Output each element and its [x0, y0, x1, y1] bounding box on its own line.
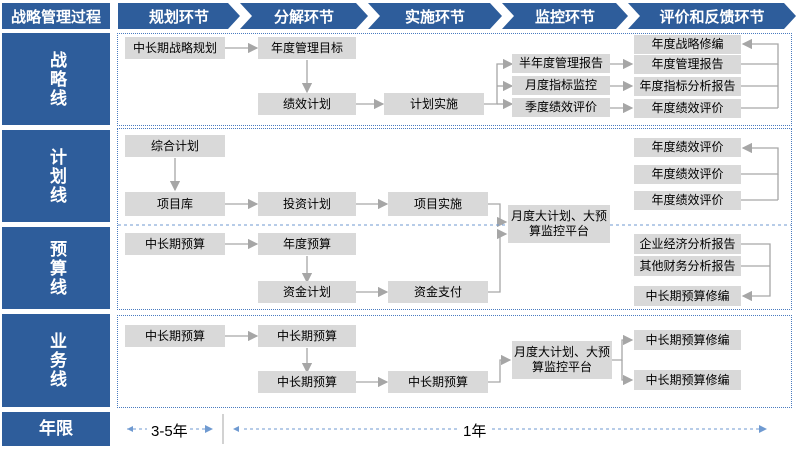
stage-planning: 规划环节 — [118, 3, 240, 29]
box-investment-plan: 投资计划 — [258, 192, 356, 216]
box-quarter-eval: 季度绩效评价 — [512, 98, 610, 117]
row-label-strategy: 战略线 — [2, 33, 110, 125]
panel-plan-budget — [117, 128, 792, 310]
box-annual-budget: 年度预算 — [258, 233, 356, 255]
row-label-business: 业务线 — [2, 314, 110, 407]
box-financial-analysis-report: 其他财务分析报告 — [634, 256, 741, 276]
stage-monitoring: 监控环节 — [502, 3, 628, 29]
box-business-2: 中长期预算 — [258, 325, 356, 347]
box-performance-plan: 绩效计划 — [258, 93, 356, 115]
box-economic-analysis-report: 企业经济分析报告 — [634, 234, 741, 254]
box-business-revise-1: 中长期预算修编 — [634, 330, 741, 350]
box-annual-perf-eval: 年度绩效评价 — [634, 99, 741, 118]
stage-implementation: 实施环节 — [368, 3, 502, 29]
box-plan-execution: 计划实施 — [384, 93, 484, 115]
row-label-budget: 预算线 — [2, 227, 110, 309]
timeline-short-term: 3-5年 — [149, 420, 190, 441]
box-annual-goal: 年度管理目标 — [258, 37, 356, 59]
box-business-1: 中长期预算 — [125, 325, 225, 347]
stage-evaluation-feedback: 评价和反馈环节 — [628, 3, 796, 29]
box-project-library: 项目库 — [125, 192, 225, 216]
process-title: 战略管理过程 — [2, 3, 110, 29]
box-business-3: 中长期预算 — [258, 371, 356, 393]
box-annual-indicator-analysis: 年度指标分析报告 — [634, 77, 741, 96]
box-business-4: 中长期预算 — [388, 371, 488, 393]
row-label-years: 年限 — [2, 412, 110, 446]
box-longterm-strategy: 中长期战略规划 — [125, 37, 225, 59]
timeline-one-year: 1年 — [461, 420, 489, 441]
stage-decomposition: 分解环节 — [240, 3, 368, 29]
row-label-plan: 计划线 — [2, 130, 110, 222]
box-annual-strategy-revise: 年度战略修编 — [634, 35, 741, 54]
box-project-execution: 项目实施 — [388, 192, 488, 216]
box-annual-report: 年度管理报告 — [634, 55, 741, 74]
box-longterm-budget: 中长期预算 — [125, 233, 225, 255]
box-plan-perf-eval-3: 年度绩效评价 — [634, 191, 741, 210]
box-overall-plan: 综合计划 — [125, 135, 225, 157]
box-fund-plan: 资金计划 — [258, 281, 356, 303]
box-monitor-platform-plan: 月度大计划、大预算监控平台 — [508, 205, 610, 243]
box-plan-perf-eval-1: 年度绩效评价 — [634, 138, 741, 157]
box-half-year-report: 半年度管理报告 — [512, 54, 610, 73]
box-fund-payment: 资金支付 — [388, 281, 488, 303]
box-monthly-monitor: 月度指标监控 — [512, 76, 610, 95]
box-budget-revise: 中长期预算修编 — [634, 286, 741, 306]
box-plan-perf-eval-2: 年度绩效评价 — [634, 165, 741, 184]
box-business-revise-2: 中长期预算修编 — [634, 370, 741, 390]
box-monitor-platform-business: 月度大计划、大预算监控平台 — [512, 341, 612, 379]
